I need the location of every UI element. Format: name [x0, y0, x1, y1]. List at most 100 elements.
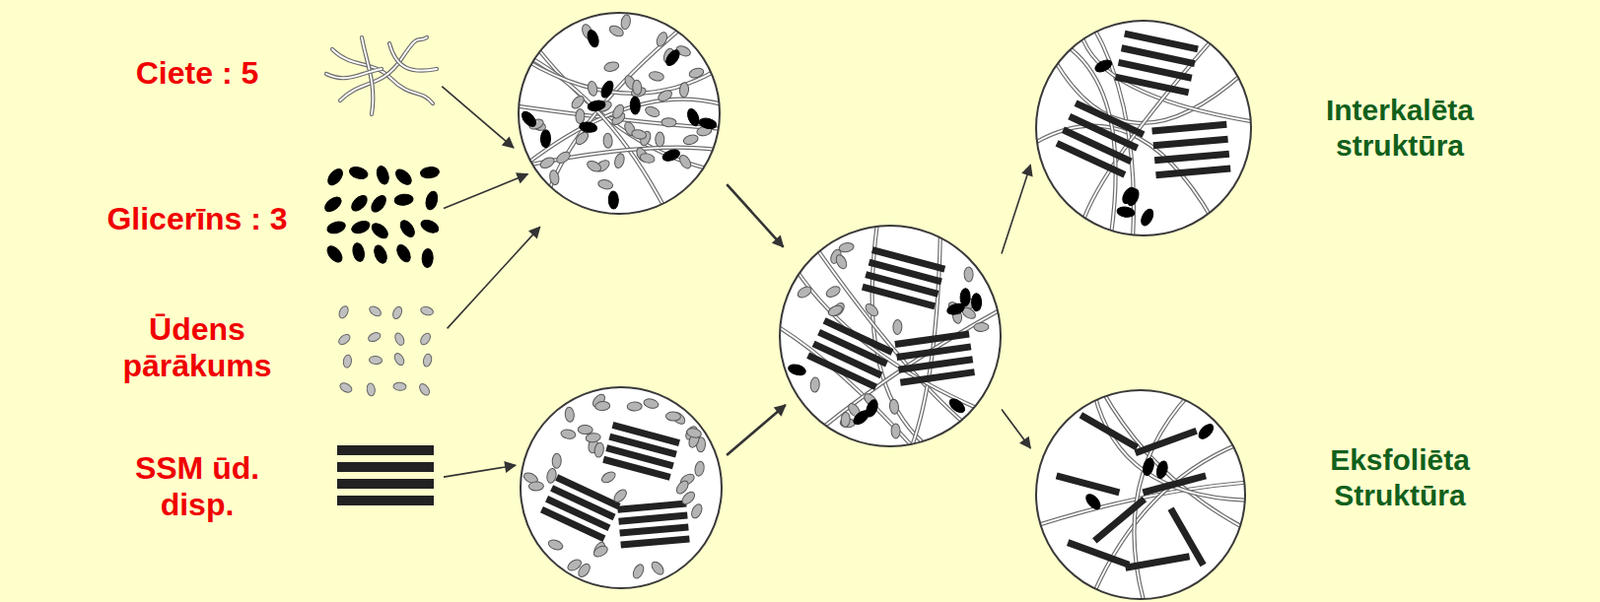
- structure-circle: [1035, 389, 1247, 601]
- water-molecule: [546, 468, 558, 485]
- clay-platelet: [1055, 139, 1127, 178]
- glycerol-molecule: [608, 191, 620, 209]
- glycerol-molecule: [947, 396, 968, 416]
- glycerol-molecule: [578, 121, 598, 134]
- clay-platelet: [900, 368, 975, 387]
- water-molecule: [840, 412, 851, 428]
- clay-stack: [806, 317, 894, 391]
- glycerol-molecule: [347, 165, 369, 182]
- clay-platelet: [1092, 496, 1147, 545]
- glycerol-molecule: [374, 164, 391, 186]
- clay-stack: [1141, 472, 1207, 496]
- glycerol-molecule: [1083, 491, 1103, 512]
- clay-platelet: [1155, 165, 1231, 180]
- clay-platelet: [1151, 121, 1227, 136]
- flow-arrow: [443, 174, 528, 209]
- clay-platelet: [1055, 472, 1121, 496]
- water-molecule: [421, 352, 433, 367]
- glycerol-molecule: [599, 78, 617, 100]
- glycerol-molecule: [960, 288, 972, 307]
- water-molecule: [585, 158, 603, 174]
- glycerol-molecule: [368, 193, 389, 215]
- water-molecule: [600, 470, 618, 486]
- circle-fill: [518, 12, 720, 214]
- glycerol-molecule: [325, 166, 347, 189]
- clay-platelet: [1154, 150, 1230, 165]
- clay-platelet: [1141, 472, 1207, 496]
- water-molecule: [552, 453, 561, 469]
- ingredient-label: SSM ūd. disp.: [113, 450, 281, 524]
- glycerol-molecule: [322, 194, 345, 214]
- water-molecule: [631, 79, 642, 96]
- flow-arrow: [1001, 410, 1031, 449]
- water-molecule: [393, 332, 407, 348]
- clay-stack: [861, 246, 946, 310]
- polymer-chain: [1094, 394, 1252, 501]
- water-molecule: [613, 152, 627, 170]
- water-molecule: [654, 30, 669, 48]
- polymer-chain: [326, 69, 382, 78]
- water-molecule: [649, 559, 667, 577]
- structure-label: Eksfoliēta Struktūra: [1301, 442, 1499, 514]
- water-molecule: [661, 117, 677, 128]
- water-molecule: [688, 67, 705, 80]
- glycerol-molecule: [324, 243, 346, 266]
- water-molecule: [547, 538, 564, 553]
- structure-circle: [1035, 19, 1253, 237]
- water-molecule: [891, 423, 901, 439]
- clay-stack: [617, 500, 690, 550]
- water-molecule: [555, 149, 572, 166]
- water-molecule: [824, 284, 841, 300]
- water-molecule: [419, 305, 435, 317]
- ingredient-node: Glicerīns : 3: [83, 157, 444, 277]
- clay-platelet: [617, 500, 687, 514]
- glycerol-molecule: [368, 220, 391, 242]
- glycerol-molecule: [1115, 206, 1135, 218]
- water-molecule: [611, 102, 627, 120]
- water-molecule: [342, 354, 352, 369]
- flow-arrow: [447, 226, 541, 329]
- polymer-chain: [794, 268, 981, 411]
- clay-stack: [540, 474, 622, 543]
- clay-platelet: [337, 445, 434, 456]
- water-molecule: [592, 544, 610, 559]
- glycerol-molecule: [661, 147, 682, 164]
- water-molecule: [889, 399, 901, 416]
- clay-stack: [1151, 121, 1231, 179]
- water-molecule: [548, 169, 560, 187]
- polymer-chain-outline: [525, 99, 726, 166]
- water-molecule: [337, 304, 350, 320]
- flow-arrow: [726, 184, 783, 248]
- circle-outline: [1036, 20, 1252, 236]
- clay-platelet: [620, 535, 690, 549]
- water-molecule: [367, 304, 383, 319]
- water-molecule: [694, 461, 706, 478]
- polymer-chain: [389, 43, 437, 71]
- glycerol-molecule: [1155, 460, 1170, 481]
- clay-platelet: [337, 495, 434, 506]
- clay-platelet: [1066, 539, 1130, 568]
- glycerol-molecule: [1138, 207, 1156, 228]
- water-molecule: [665, 412, 681, 422]
- water-molecule: [338, 381, 353, 395]
- water-molecule: [603, 60, 621, 73]
- glycerol-molecule: [1196, 421, 1217, 442]
- glycerol-molecule: [421, 248, 434, 268]
- water-molecule: [973, 322, 989, 332]
- glycerol-molecule: [394, 242, 414, 265]
- clay-platelet: [1153, 136, 1229, 150]
- water-molecule: [612, 487, 629, 505]
- water-molecule: [626, 402, 642, 412]
- ingredient-node: Ciete : 5: [83, 29, 444, 119]
- clay-stack: [1114, 30, 1199, 97]
- polymer-chain-outline: [389, 43, 437, 71]
- clay-platelet: [337, 462, 434, 473]
- glycerol-molecule: [397, 217, 418, 240]
- clay-platelet: [540, 506, 606, 543]
- clay-platelet: [1133, 427, 1197, 457]
- ingredient-label: Ciete : 5: [83, 55, 311, 92]
- structure-circle: [517, 11, 721, 215]
- ingredient-node: Ūdens pārākums: [83, 290, 444, 410]
- ingredient-label: Glicerīns : 3: [83, 201, 311, 238]
- ingredient-label: Ūdens pārākums: [83, 311, 311, 385]
